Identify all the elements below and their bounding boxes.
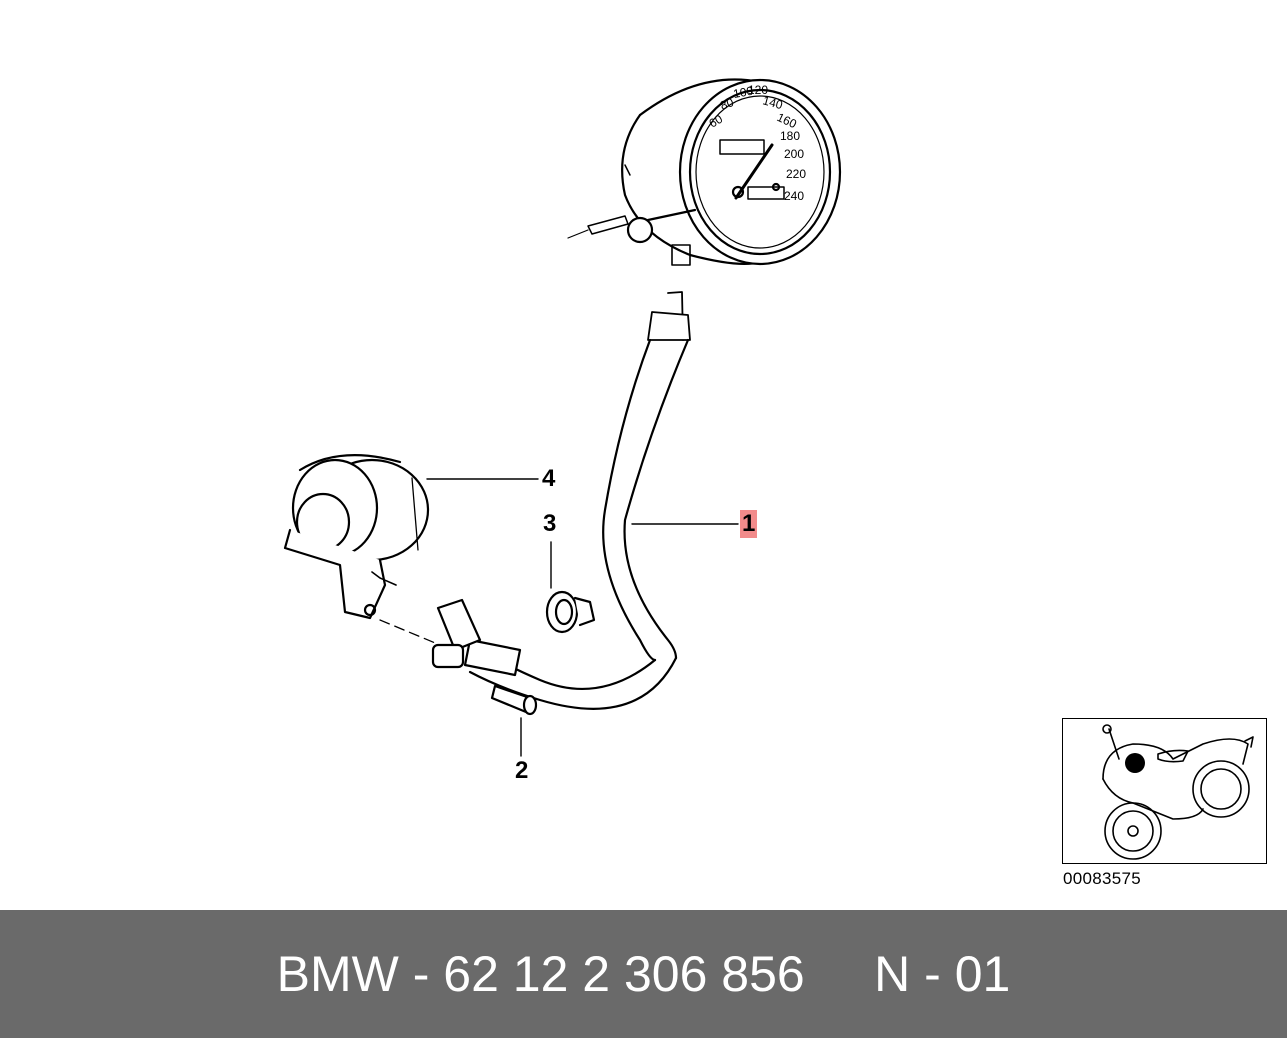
callout-2: 2 <box>515 757 529 784</box>
speedometer-cable-icon <box>379 291 691 710</box>
callout-1-highlighted: 1 <box>740 510 758 538</box>
scale-100: 100 <box>732 84 754 101</box>
callout-3: 3 <box>543 510 557 537</box>
scale-120: 120 <box>748 83 768 97</box>
callout-4: 4 <box>542 465 556 492</box>
scale-180: 180 <box>780 129 800 143</box>
scale-60: 60 <box>707 112 726 131</box>
part-number-text: BMW - 62 12 2 306 856 N - 01 <box>276 946 1011 1002</box>
scale-220: 220 <box>786 167 806 181</box>
illustration-number: 00083575 <box>1063 869 1142 888</box>
motorcycle-locator-inset <box>1062 718 1267 864</box>
screw-icon <box>490 684 538 716</box>
scale-240: 240 <box>784 189 804 203</box>
speedometer-icon <box>567 78 842 266</box>
motorcycle-icon <box>1102 724 1254 860</box>
hose-clamp-icon <box>545 590 596 634</box>
parts-diagram: 60 80 100 120 140 160 180 200 220 240 <box>283 78 842 757</box>
scale-200: 200 <box>784 147 804 161</box>
location-marker <box>1125 753 1145 773</box>
footer-bar: BMW - 62 12 2 306 856 N - 01 <box>0 910 1287 1038</box>
speedometer-drive-icon <box>283 454 430 620</box>
scale-80: 80 <box>718 95 736 113</box>
scale-140: 140 <box>761 93 784 112</box>
